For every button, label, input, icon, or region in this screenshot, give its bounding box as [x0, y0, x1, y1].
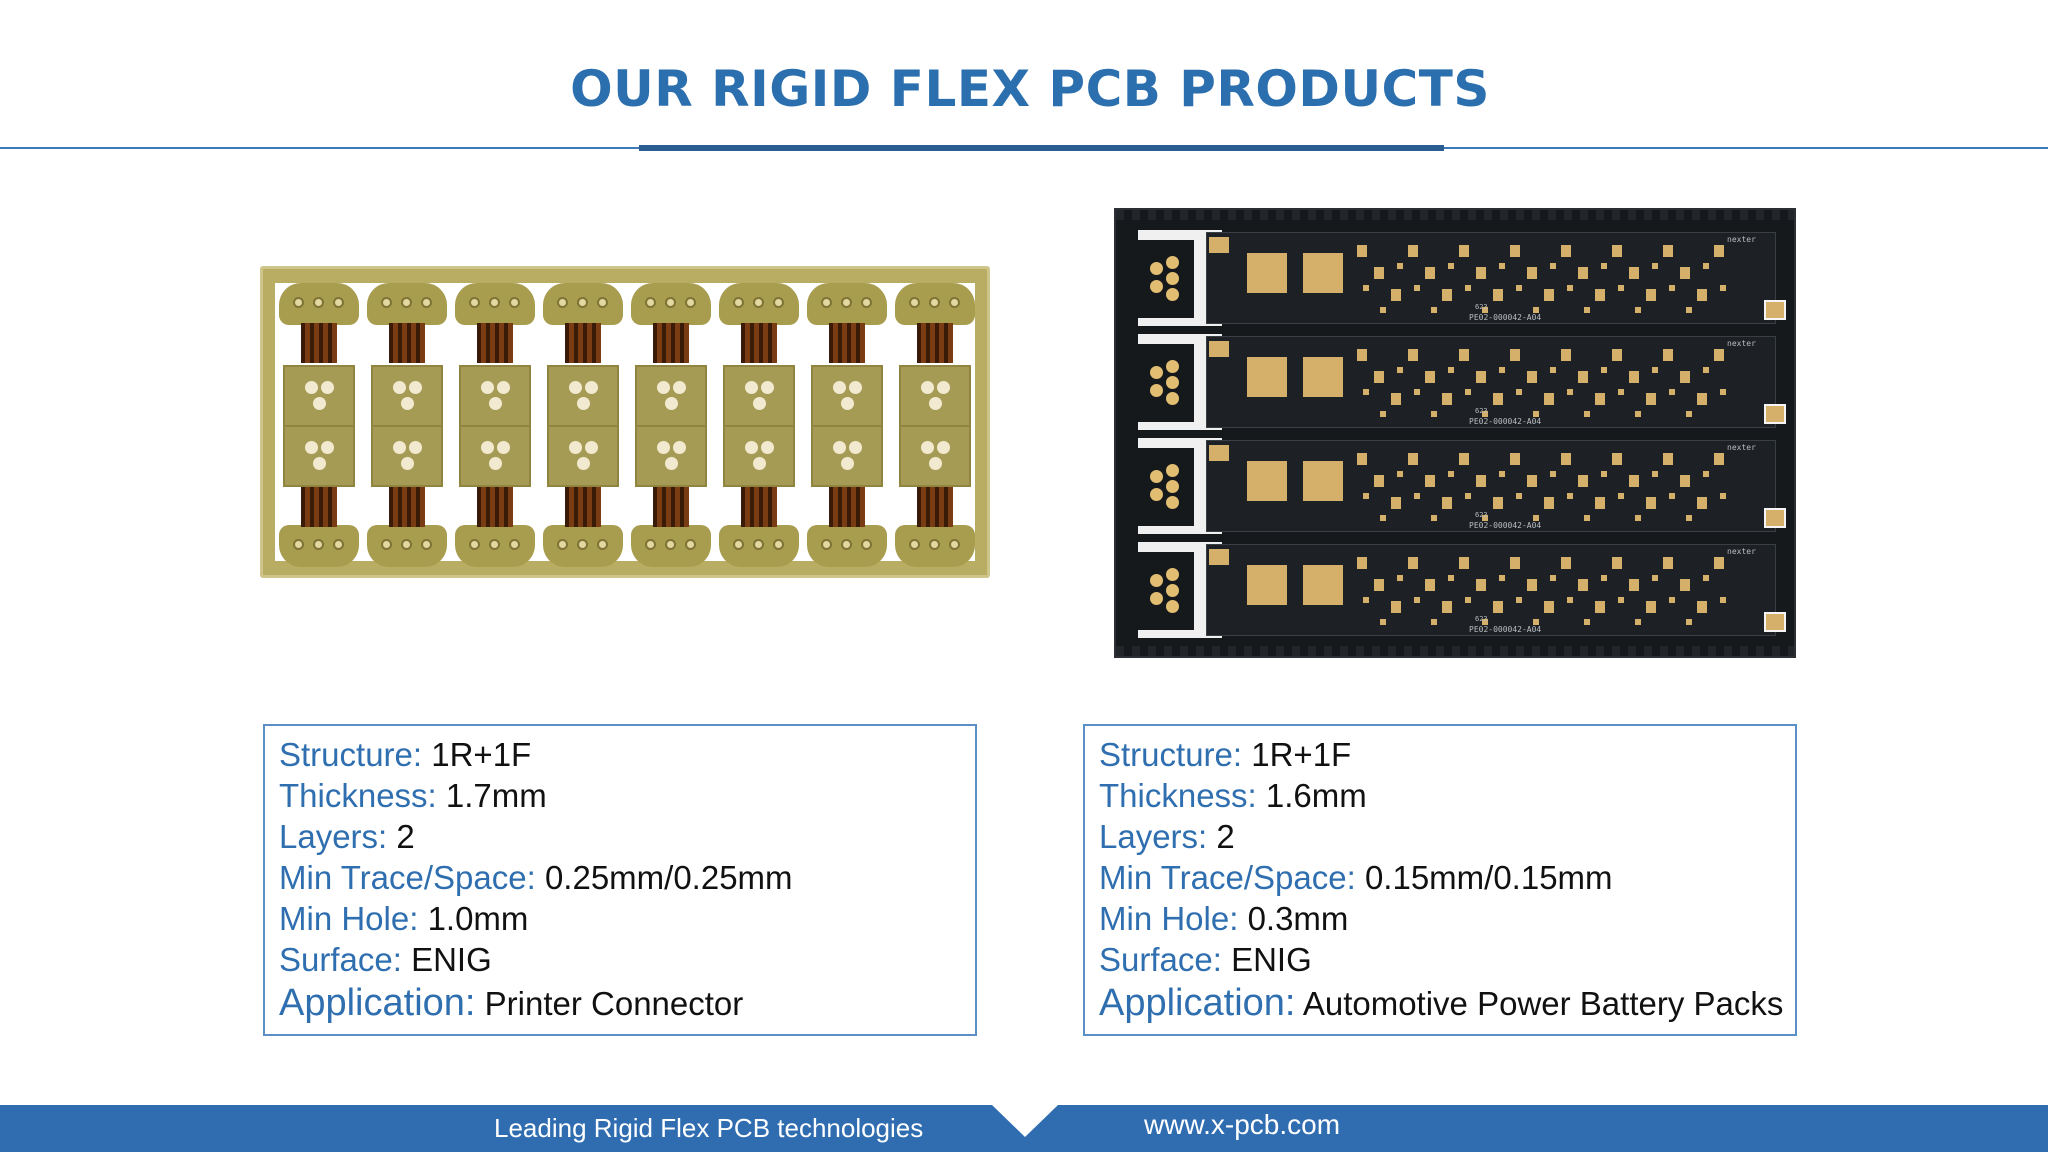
panel-fiducial-pad [1764, 300, 1786, 320]
ref-silkscreen: 623 [1475, 615, 1488, 623]
ref-silkscreen: 623 [1475, 511, 1488, 519]
spec-min-hole: Min Hole: 0.3mm [1099, 900, 1349, 937]
panel-fiducial-pad [1764, 612, 1786, 632]
panel-rail-bottom [1116, 646, 1794, 656]
pcb-unit [895, 283, 975, 567]
code-silkscreen: PE02-000042-A04 [1469, 313, 1542, 322]
pcb-unit [543, 283, 623, 567]
spec-structure: Structure: 1R+1F [1099, 736, 1352, 773]
panel-tab-black [1138, 344, 1194, 422]
spec-box-product-1: Structure: 1R+1F Thickness: 1.7mm Layers… [263, 724, 977, 1036]
spec-layers: Layers: 2 [279, 818, 415, 855]
title-underline [639, 145, 1444, 151]
panel-tab-black [1138, 448, 1194, 526]
ref-silkscreen: 623 [1475, 407, 1488, 415]
pcb-unit [279, 283, 359, 567]
ref-silkscreen: 623 [1475, 303, 1488, 311]
panel-tab-black [1138, 240, 1194, 318]
spec-min-hole: Min Hole: 1.0mm [279, 900, 529, 937]
pcb-unit [719, 283, 799, 567]
spec-surface: Surface: ENIG [1099, 941, 1312, 978]
product-image-rigid-flex-panel [260, 266, 990, 578]
pcb-unit [367, 283, 447, 567]
spec-application: Application: Automotive Power Battery Pa… [1099, 982, 1784, 1024]
code-silkscreen: PE02-000042-A04 [1469, 625, 1542, 634]
brand-silkscreen: nexter [1727, 443, 1756, 452]
panel-fiducial-pad [1764, 404, 1786, 424]
code-silkscreen: PE02-000042-A04 [1469, 521, 1542, 530]
code-silkscreen: PE02-000042-A04 [1469, 417, 1542, 426]
spec-surface: Surface: ENIG [279, 941, 492, 978]
spec-trace-space: Min Trace/Space: 0.15mm/0.15mm [1099, 859, 1613, 896]
pcb-unit [455, 283, 535, 567]
spec-thickness: Thickness: 1.7mm [279, 777, 547, 814]
brand-silkscreen: nexter [1727, 547, 1756, 556]
spec-trace-space: Min Trace/Space: 0.25mm/0.25mm [279, 859, 793, 896]
footer-url[interactable]: www.x-pcb.com [1144, 1109, 1341, 1140]
pcb-unit [631, 283, 711, 567]
brand-silkscreen: nexter [1727, 235, 1756, 244]
panel-rail-top [1116, 210, 1794, 220]
page-title: OUR RIGID FLEX PCB PRODUCTS [570, 60, 1490, 118]
panel-fiducial-pad [1764, 508, 1786, 528]
spec-box-product-2: Structure: 1R+1F Thickness: 1.6mm Layers… [1083, 724, 1797, 1036]
pcb-unit [807, 283, 887, 567]
spec-application: Application: Printer Connector [279, 982, 744, 1024]
footer-notch [992, 1105, 1058, 1137]
spec-structure: Structure: 1R+1F [279, 736, 532, 773]
brand-silkscreen: nexter [1727, 339, 1756, 348]
spec-layers: Layers: 2 [1099, 818, 1235, 855]
spec-thickness: Thickness: 1.6mm [1099, 777, 1367, 814]
footer-tagline: Leading Rigid Flex PCB technologies [494, 1113, 924, 1143]
panel-tab-black [1138, 552, 1194, 630]
